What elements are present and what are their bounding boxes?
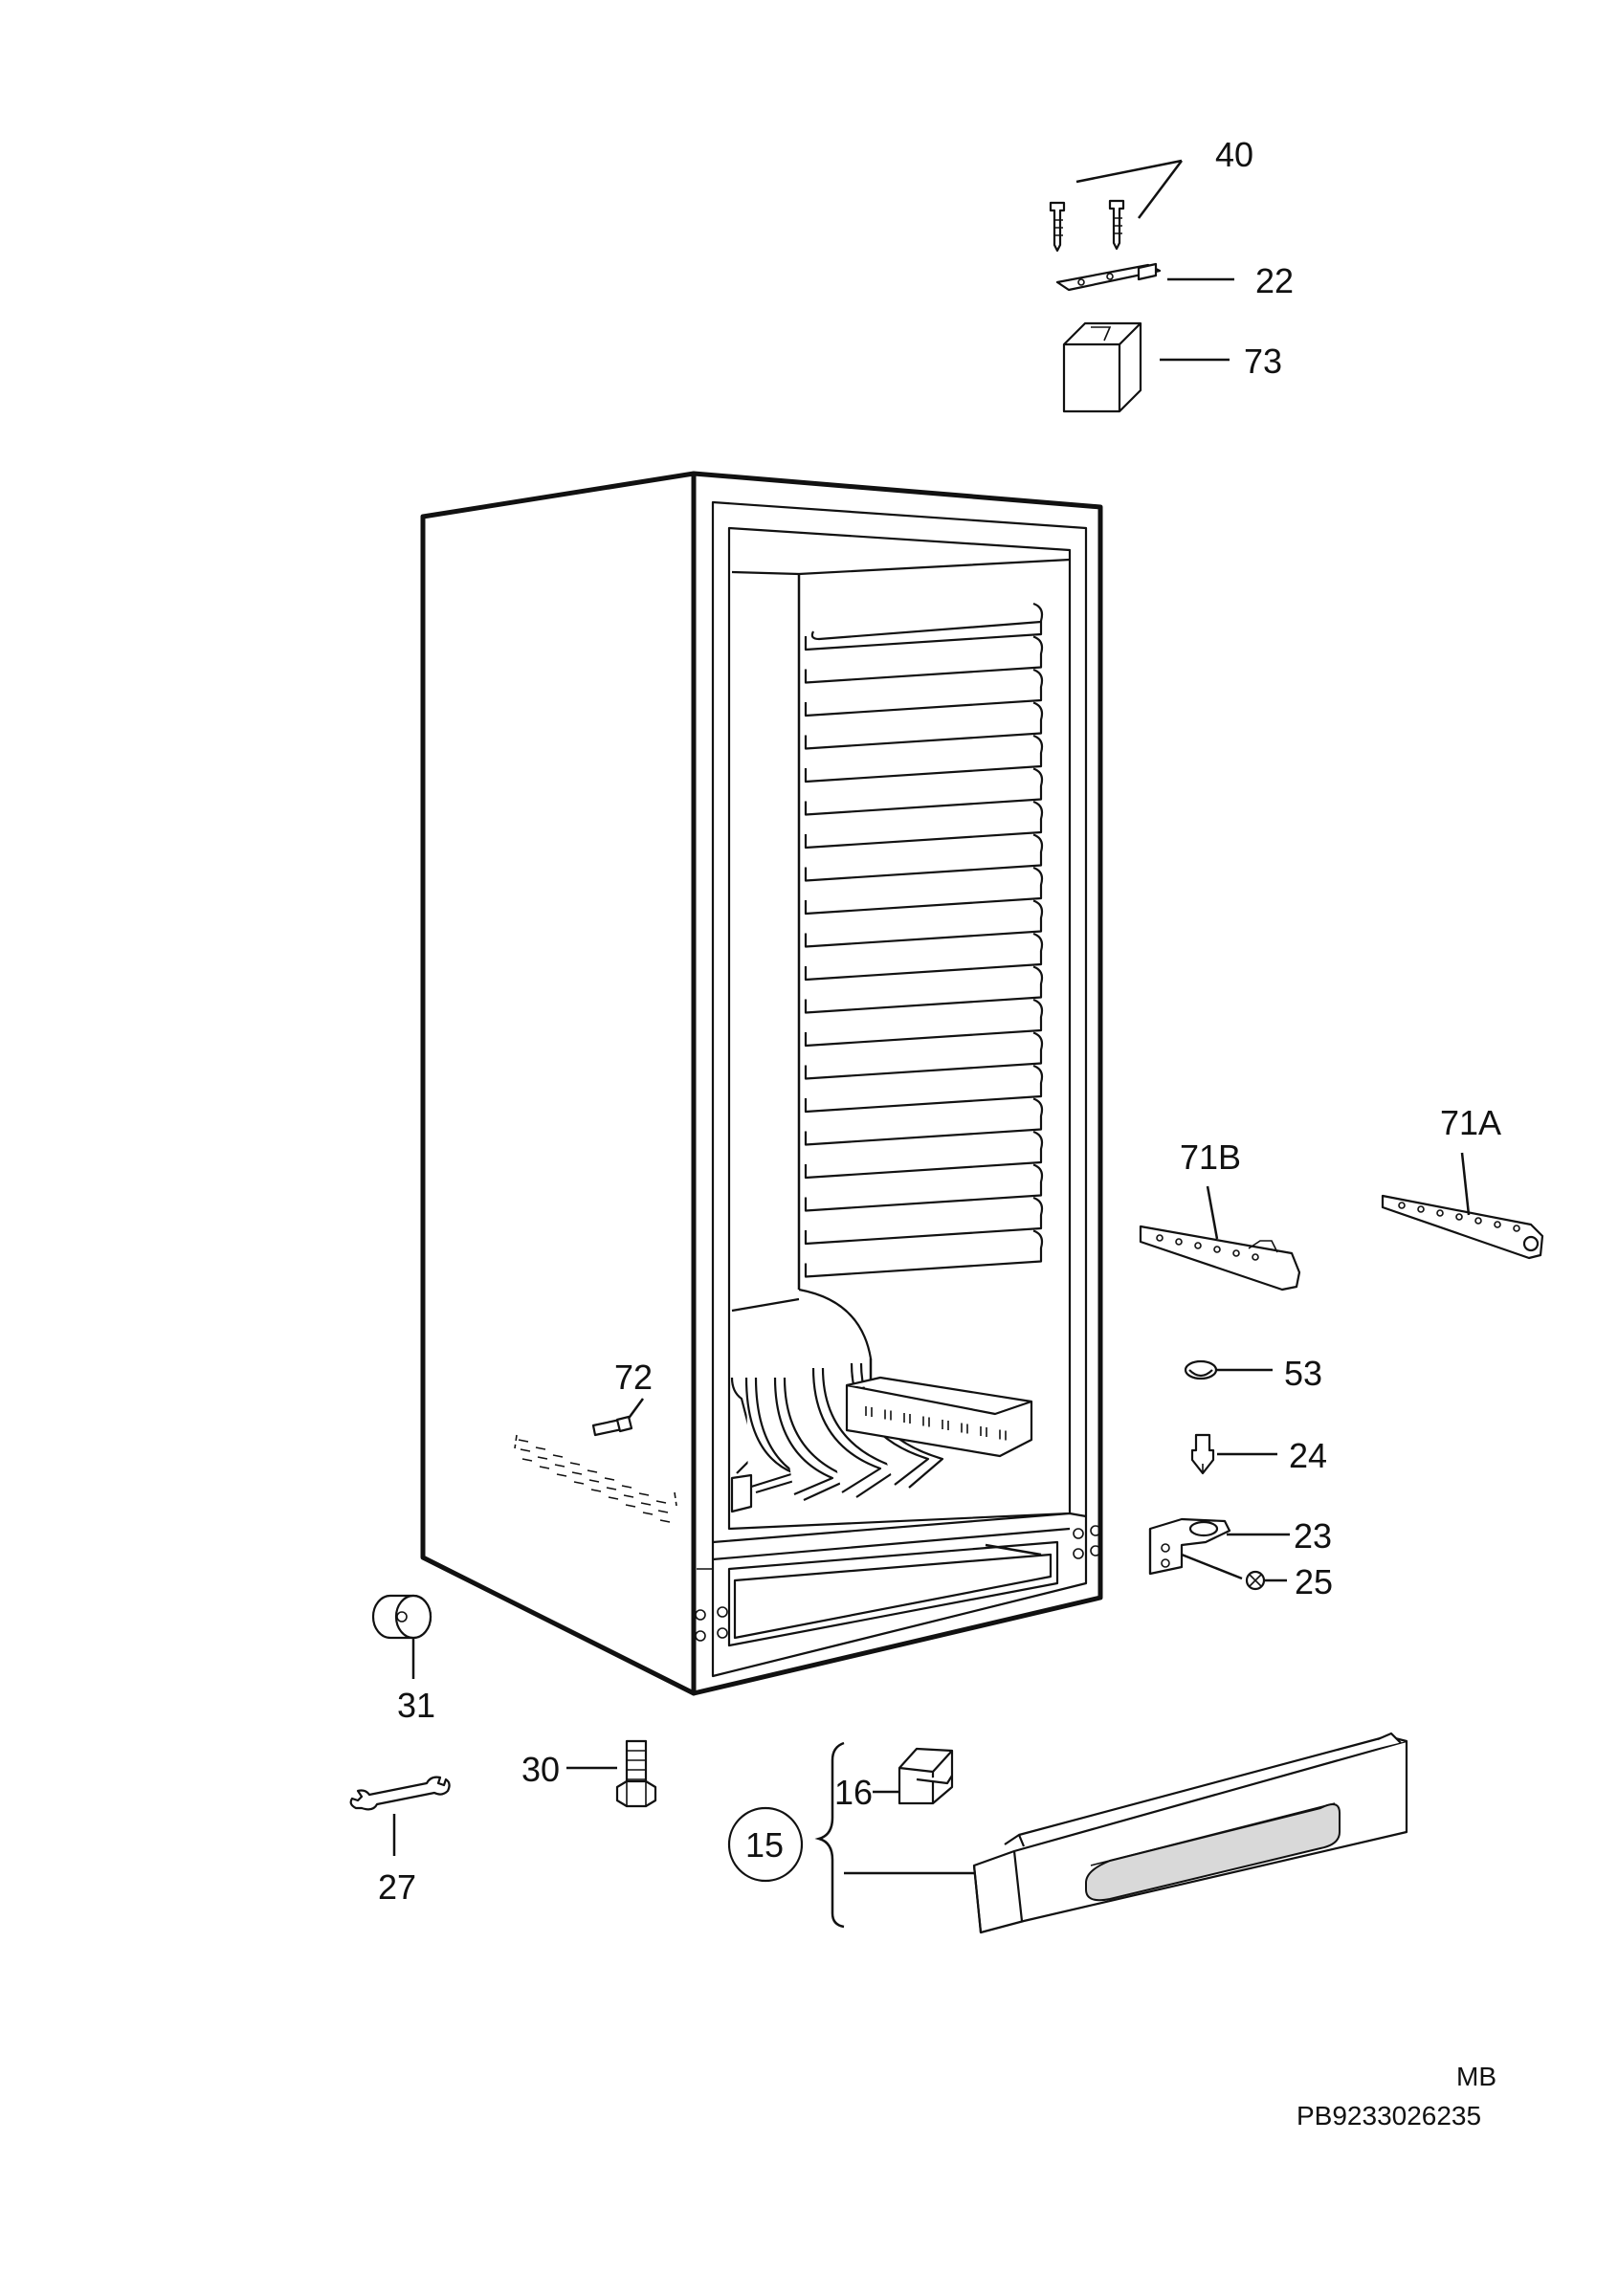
kickplate bbox=[972, 1732, 1408, 1934]
foot-31 bbox=[371, 1594, 432, 1679]
shelf-rib bbox=[804, 998, 1044, 1048]
callout-73: 73 bbox=[1244, 342, 1282, 381]
callout-72: 72 bbox=[614, 1358, 653, 1397]
group-15-brace bbox=[814, 1741, 974, 1929]
shelf-rib bbox=[804, 800, 1044, 850]
shelf-rib bbox=[804, 1130, 1044, 1180]
shelf-rib bbox=[804, 602, 1044, 651]
clip bbox=[604, 1477, 619, 1500]
clip bbox=[587, 1469, 602, 1492]
callout-16: 16 bbox=[834, 1773, 873, 1812]
callout-22: 22 bbox=[1255, 261, 1294, 300]
callout-25: 25 bbox=[1295, 1562, 1333, 1601]
callout-40: 40 bbox=[1215, 135, 1253, 174]
shelf-rib bbox=[804, 866, 1044, 916]
shelf-rib bbox=[804, 635, 1044, 684]
leveling-foot-30 bbox=[566, 1739, 657, 1808]
shelf-ribs bbox=[804, 602, 1044, 1278]
shelf-rib bbox=[804, 1196, 1044, 1246]
variant-code: MB bbox=[1456, 2062, 1496, 2091]
shelf-rib bbox=[804, 932, 1044, 982]
clip-16 bbox=[873, 1747, 954, 1805]
shelf-rib bbox=[804, 1064, 1044, 1114]
rail-71B bbox=[1139, 1185, 1301, 1292]
shelf-rib bbox=[804, 899, 1044, 948]
callout-15: 15 bbox=[745, 1825, 784, 1865]
plug-53 bbox=[1184, 1359, 1273, 1380]
rail-71A bbox=[1381, 1152, 1544, 1260]
clip bbox=[638, 1492, 654, 1515]
shelf-rib bbox=[804, 833, 1044, 882]
shelf-rib bbox=[804, 701, 1044, 750]
clip bbox=[621, 1485, 636, 1508]
shelf-rib bbox=[804, 767, 1044, 816]
pin-24 bbox=[1190, 1433, 1277, 1475]
wrench-27 bbox=[349, 1776, 451, 1856]
evaporator-coils bbox=[730, 1362, 1033, 1513]
hinge-bracket-22 bbox=[1055, 262, 1234, 292]
drawing-code: PB9233026235 bbox=[1297, 2101, 1481, 2130]
screw-25 bbox=[1245, 1570, 1287, 1591]
shelf-rib bbox=[804, 1097, 1044, 1146]
clip bbox=[535, 1446, 550, 1469]
shelf-rib bbox=[804, 734, 1044, 784]
callout-71A: 71A bbox=[1440, 1103, 1501, 1142]
callout-30: 30 bbox=[521, 1750, 560, 1789]
shelf-rib bbox=[804, 668, 1044, 718]
callout-23: 23 bbox=[1294, 1516, 1332, 1556]
cabinet bbox=[420, 471, 1103, 1696]
side-clip-row bbox=[514, 1434, 677, 1523]
shelf-rib bbox=[804, 1163, 1044, 1212]
clip bbox=[655, 1500, 671, 1523]
screws-40 bbox=[1049, 159, 1183, 253]
callout-31: 31 bbox=[397, 1686, 435, 1725]
clip bbox=[552, 1454, 567, 1477]
callout-24: 24 bbox=[1289, 1436, 1327, 1475]
clip bbox=[518, 1439, 533, 1462]
clip bbox=[569, 1462, 585, 1485]
group-15-badge bbox=[727, 1806, 804, 1883]
screw-72 bbox=[591, 1398, 645, 1437]
callout-27: 27 bbox=[378, 1867, 416, 1907]
callout-53: 53 bbox=[1284, 1354, 1322, 1393]
hinge-23 bbox=[1148, 1517, 1290, 1580]
shelf-rib bbox=[804, 965, 1044, 1014]
callout-71B: 71B bbox=[1180, 1137, 1241, 1177]
shelf-rib bbox=[804, 1031, 1044, 1080]
shelf-rib bbox=[804, 1229, 1044, 1278]
box-73 bbox=[1062, 321, 1230, 413]
